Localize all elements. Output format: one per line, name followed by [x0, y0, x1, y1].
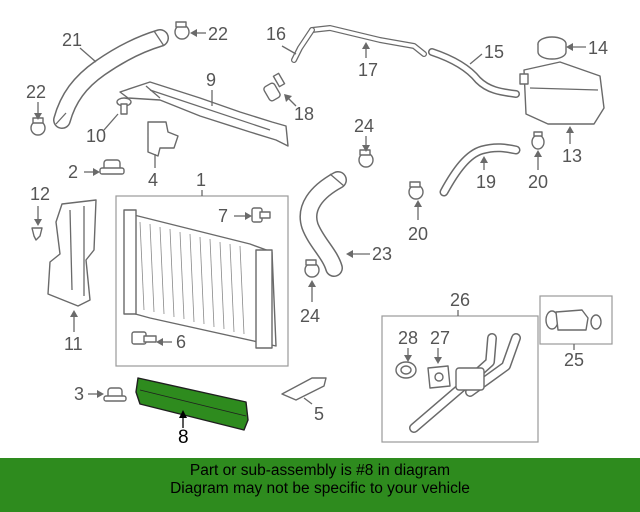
callout-18[interactable]: 18 — [294, 104, 314, 124]
callout-2[interactable]: 2 — [68, 162, 78, 182]
radiator-1[interactable] — [123, 209, 277, 349]
clamp-20-right[interactable] — [531, 131, 545, 150]
callout-10[interactable]: 10 — [86, 126, 106, 146]
callout-16[interactable]: 16 — [266, 24, 286, 44]
callout-22-top[interactable]: 22 — [208, 24, 228, 44]
callout-20-right[interactable]: 20 — [528, 172, 548, 192]
callout-22-left[interactable]: 22 — [26, 82, 46, 102]
callout-7[interactable]: 7 — [218, 206, 228, 226]
plug-2[interactable] — [99, 159, 125, 175]
sensor-6[interactable] — [131, 331, 157, 345]
air-baffle-11[interactable] — [47, 199, 97, 307]
clamp-24-top[interactable] — [358, 149, 374, 168]
clamp-22-top[interactable] — [174, 21, 190, 40]
callout-5[interactable]: 5 — [314, 404, 324, 424]
plug-3[interactable] — [103, 387, 127, 402]
clip-12[interactable] — [31, 227, 43, 241]
reservoir-cap-14[interactable] — [537, 36, 567, 60]
callout-24-bottom[interactable]: 24 — [300, 306, 320, 326]
callout-15[interactable]: 15 — [484, 42, 504, 62]
callout-19[interactable]: 19 — [476, 172, 496, 192]
callout-8[interactable]: 8 — [178, 427, 189, 448]
banner-line-1: Part or sub-assembly is #8 in diagram — [189, 462, 451, 479]
clamp-22-left[interactable] — [30, 117, 46, 136]
parts-diagram: 21 22 22 10 9 4 2 12 — [26, 21, 613, 448]
hose-16[interactable] — [291, 27, 315, 63]
water-outlet-25[interactable] — [545, 309, 602, 331]
callout-25[interactable]: 25 — [564, 350, 584, 370]
callout-17[interactable]: 17 — [358, 60, 378, 80]
callout-1[interactable]: 1 — [196, 170, 206, 190]
outlet-group-box-25 — [539, 295, 613, 345]
callout-14[interactable]: 14 — [588, 38, 608, 58]
callout-26[interactable]: 26 — [450, 290, 470, 310]
clamp-24-bottom[interactable] — [304, 259, 320, 278]
lower-hose-23[interactable] — [299, 171, 347, 277]
hose-15[interactable] — [428, 48, 520, 98]
bracket-5[interactable] — [281, 377, 327, 401]
callout-4[interactable]: 4 — [148, 170, 158, 190]
fitting-18[interactable] — [263, 72, 286, 102]
clamp-20-center[interactable] — [408, 181, 424, 200]
baffle-9[interactable] — [119, 81, 289, 147]
banner-line-2: Diagram may not be specific to your vehi… — [170, 480, 470, 497]
callout-23[interactable]: 23 — [372, 244, 392, 264]
upper-hose-21[interactable] — [53, 29, 169, 129]
info-banner: Part or sub-assembly is #8 in diagram Di… — [0, 458, 640, 512]
thermostat-28[interactable] — [395, 361, 417, 379]
callout-28[interactable]: 28 — [398, 328, 418, 348]
callout-11[interactable]: 11 — [64, 334, 83, 354]
callout-6[interactable]: 6 — [176, 332, 186, 352]
callout-27[interactable]: 27 — [430, 328, 450, 348]
bracket-4[interactable] — [147, 121, 179, 157]
coolant-reservoir-13[interactable] — [519, 61, 605, 125]
thermostat-group-box-26 — [381, 315, 539, 443]
callout-12[interactable]: 12 — [30, 184, 50, 204]
gasket-27[interactable] — [427, 365, 451, 389]
callout-13[interactable]: 13 — [562, 146, 582, 166]
hose-19[interactable] — [439, 143, 521, 197]
callout-24-top[interactable]: 24 — [354, 116, 374, 136]
pin-10[interactable] — [116, 97, 132, 115]
bolt-7[interactable] — [251, 207, 271, 223]
hose-17[interactable] — [309, 25, 427, 57]
callout-20-center[interactable]: 20 — [408, 224, 428, 244]
callout-9[interactable]: 9 — [206, 70, 216, 90]
callout-3[interactable]: 3 — [74, 384, 84, 404]
thermostat-housing-26[interactable] — [409, 333, 521, 433]
callout-21[interactable]: 21 — [62, 30, 82, 50]
air-deflector-8[interactable] — [135, 377, 249, 431]
